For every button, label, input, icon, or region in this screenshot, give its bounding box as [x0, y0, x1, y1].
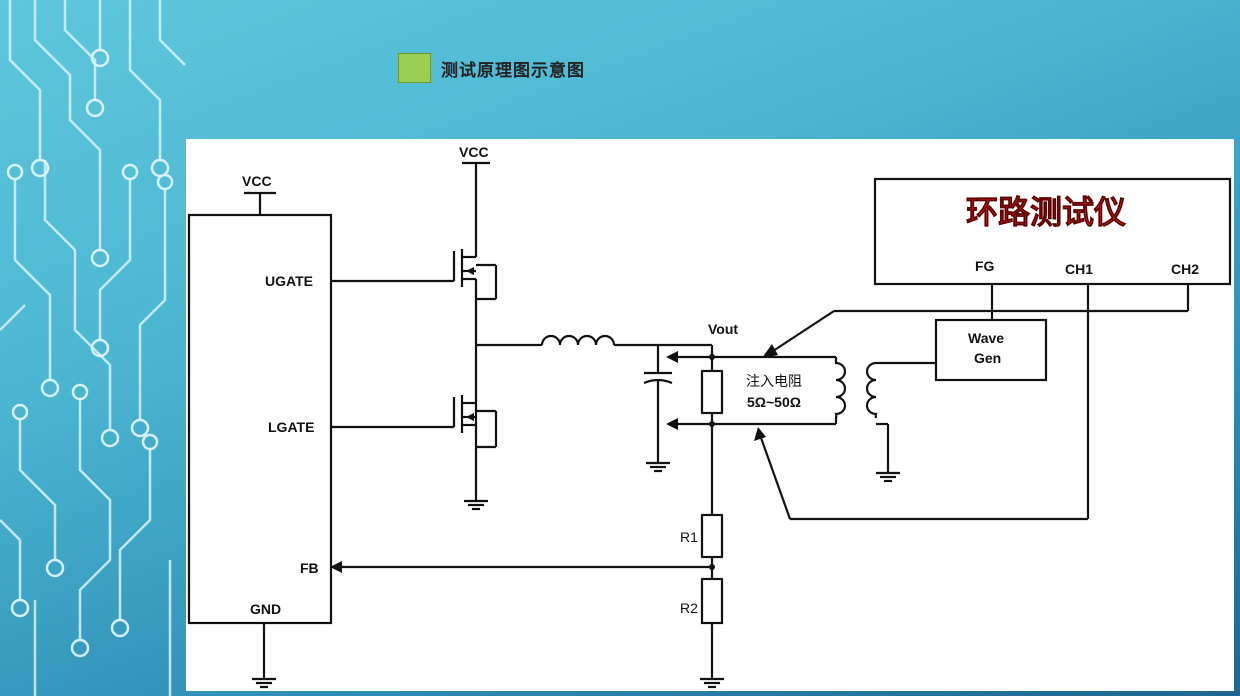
circuit-decoration	[0, 0, 186, 696]
arrow-inject-bottom	[666, 418, 678, 430]
ground-symbol	[646, 461, 670, 473]
fg-label: FG	[975, 258, 995, 274]
injection-resistor	[700, 369, 724, 415]
high-side-mosfet	[452, 161, 498, 427]
loop-tester-title: 环路测试仪	[966, 193, 1126, 231]
vcc-fet-label: VCC	[459, 144, 489, 160]
arrow-ch2	[762, 344, 778, 358]
arrow-ch1	[754, 427, 766, 441]
ugate-label: UGATE	[265, 273, 313, 289]
arrow-inject-top	[666, 351, 678, 363]
wave-gen-label-line1: Wave	[968, 330, 1004, 346]
vcc-ic-label: VCC	[242, 173, 272, 189]
legend-swatch	[398, 53, 431, 83]
ground-symbol	[252, 677, 276, 689]
schematic-panel: VCC VCC UGATE LGATE FB GND Vout R1 R2 注入…	[186, 139, 1234, 691]
r1-label: R1	[680, 529, 698, 545]
loop-tester-box	[873, 177, 1232, 286]
transformer-secondary	[865, 361, 878, 419]
ground-symbol	[876, 471, 900, 483]
wave-gen-label-line2: Gen	[974, 350, 1001, 366]
r2-resistor	[700, 577, 724, 625]
ch2-label: CH2	[1171, 261, 1199, 277]
loop-test-schematic: VCC VCC UGATE LGATE FB GND Vout R1 R2 注入…	[187, 144, 1232, 689]
fb-label: FB	[300, 560, 319, 576]
junction-dot	[709, 354, 715, 360]
gnd-label: GND	[250, 601, 281, 617]
ground-symbol	[700, 677, 724, 689]
junction-dot	[709, 421, 715, 427]
junction-dot	[709, 564, 715, 570]
r1-resistor	[700, 513, 724, 559]
ch1-label: CH1	[1065, 261, 1093, 277]
transformer-primary	[834, 357, 847, 424]
inductor	[540, 334, 616, 346]
vout-label: Vout	[708, 321, 738, 337]
r2-label: R2	[680, 600, 698, 616]
ground-symbol	[464, 499, 488, 511]
lgate-label: LGATE	[268, 419, 314, 435]
slide-title: 测试原理图示意图	[441, 61, 585, 81]
inject-resistor-value: 5Ω~50Ω	[747, 394, 801, 410]
arrow-fb	[330, 561, 342, 573]
inject-resistor-title: 注入电阻	[746, 374, 802, 390]
